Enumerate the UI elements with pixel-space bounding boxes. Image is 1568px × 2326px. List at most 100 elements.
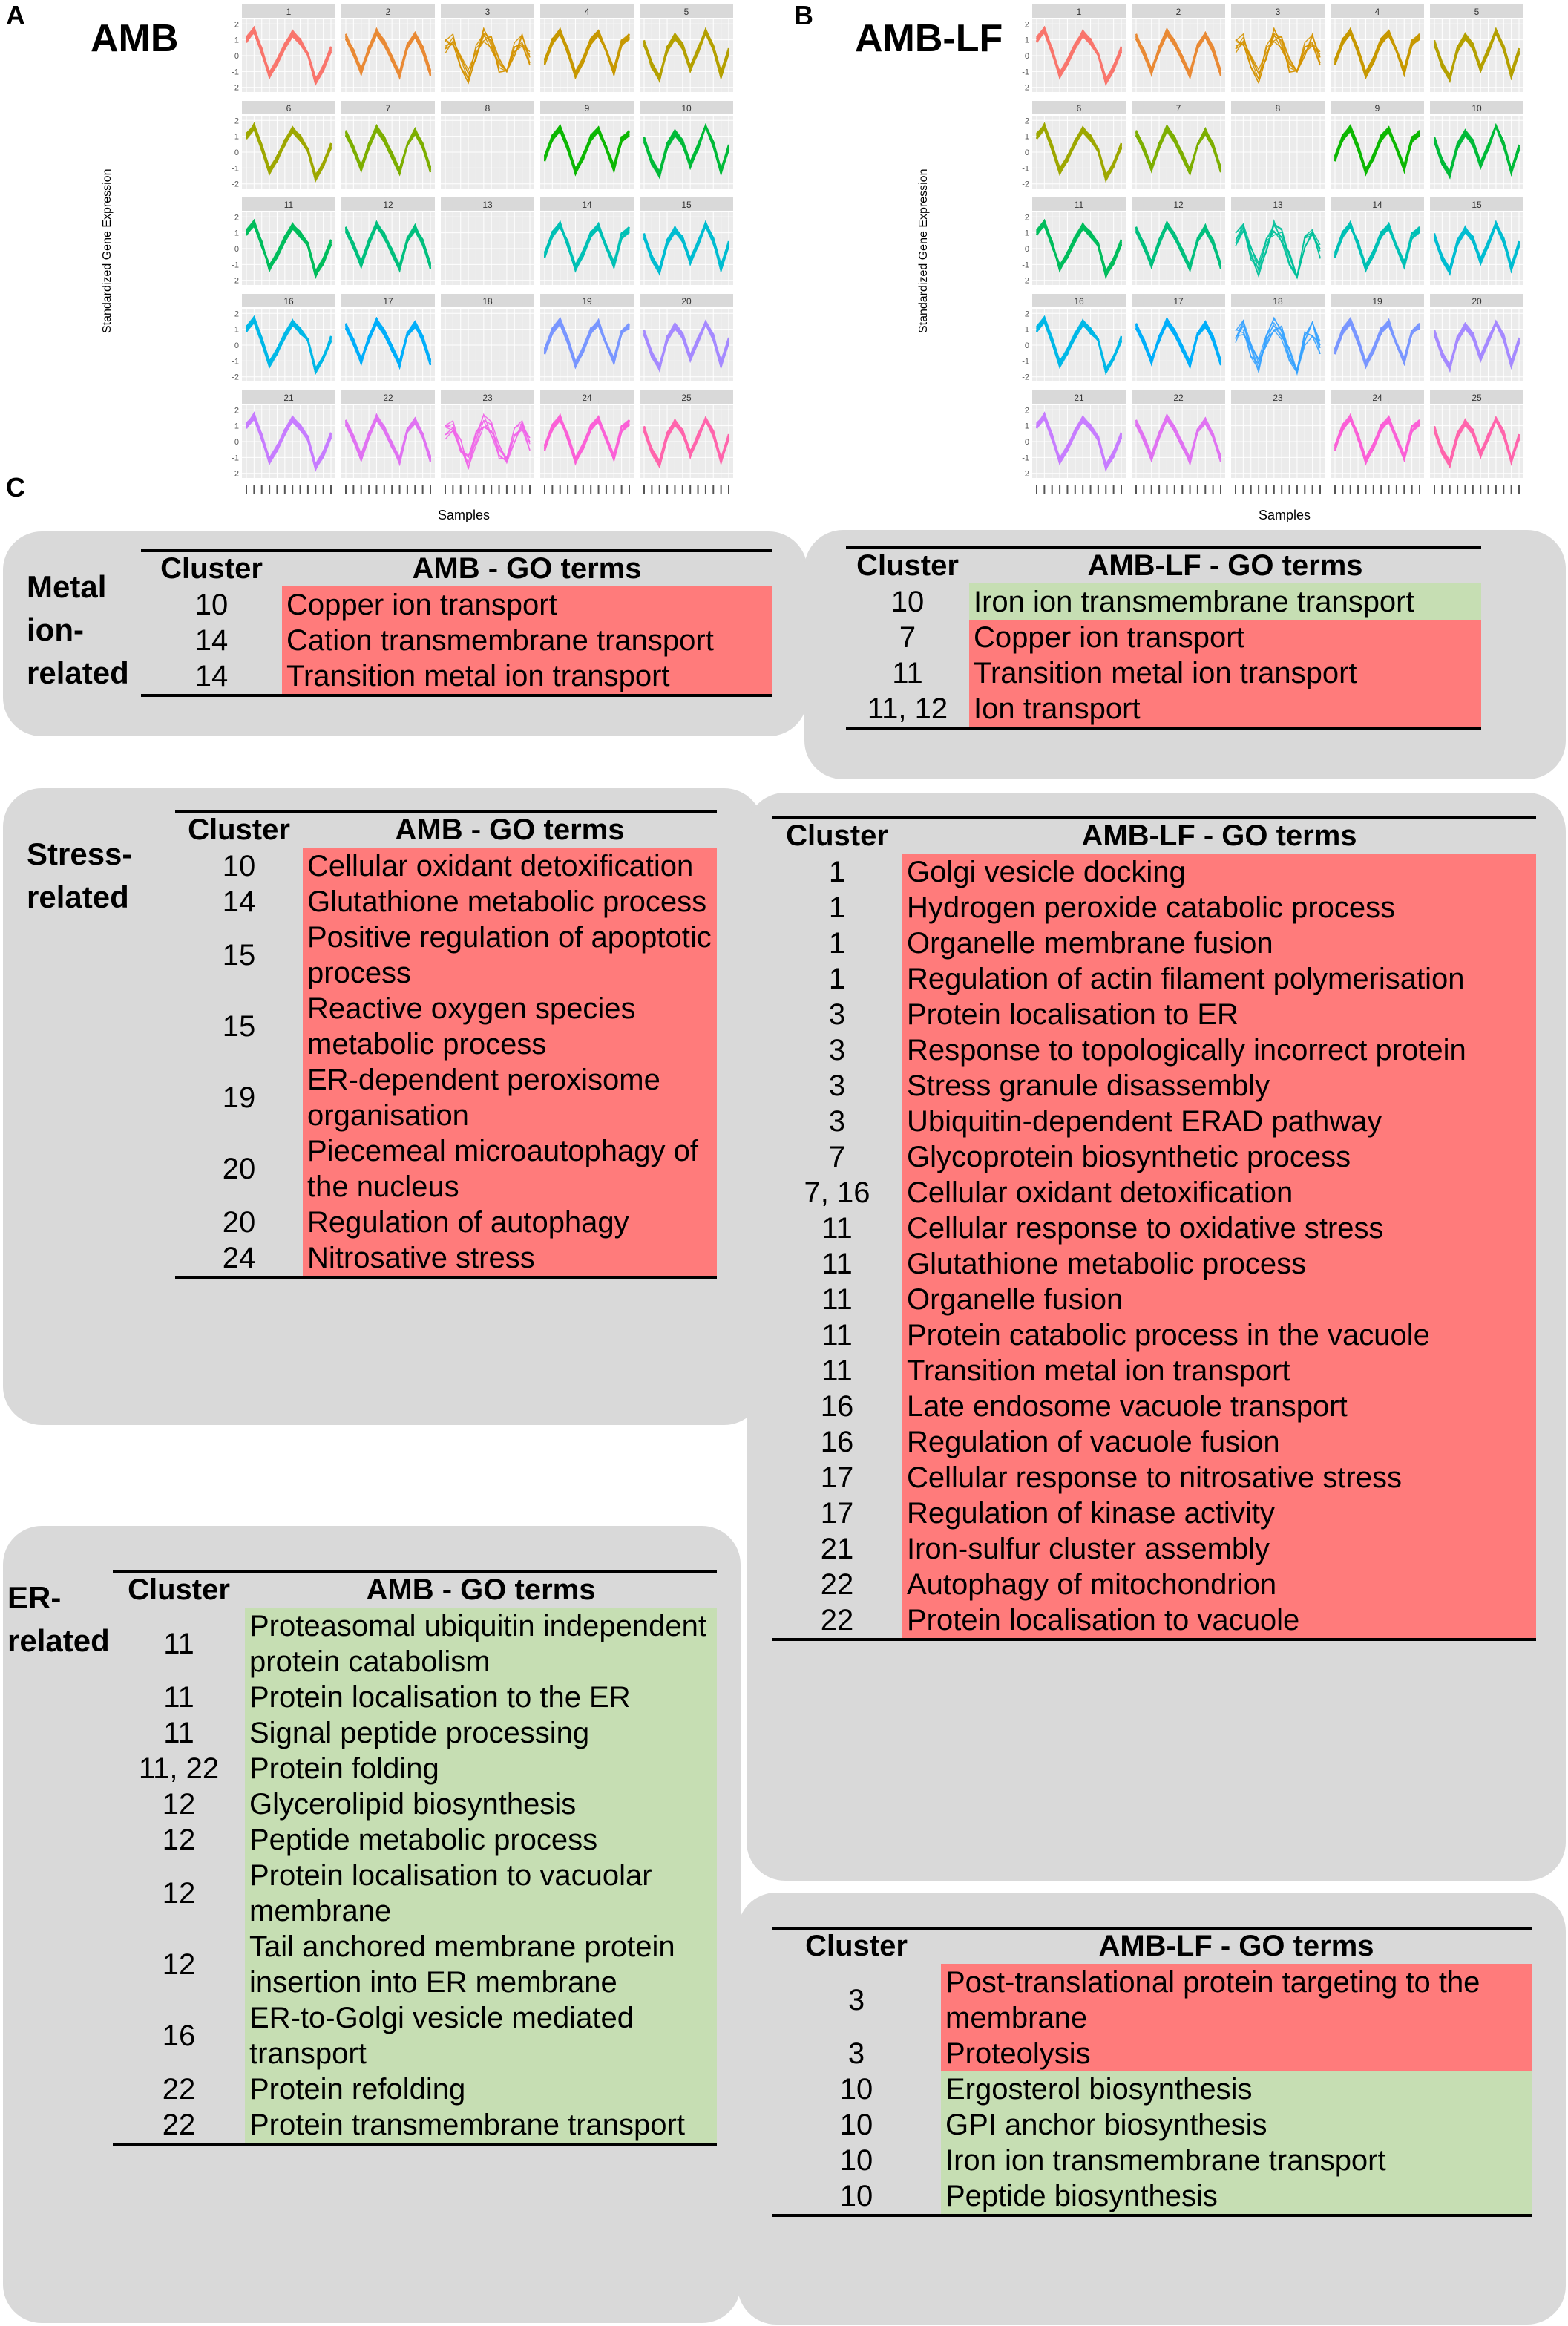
cluster-cell: 1 [828, 963, 846, 995]
facet-label: 23 [1273, 393, 1283, 403]
y-tick-label: 1 [1025, 229, 1029, 238]
go-term-cell: Protein refolding [245, 2071, 717, 2107]
facet-label: 13 [1273, 200, 1283, 210]
expression-line [445, 419, 531, 470]
cluster-cell: 11 [821, 1248, 853, 1280]
facet-label: 22 [383, 393, 393, 403]
go-term-cell: Ergosterol biosynthesis [941, 2071, 1532, 2107]
cluster-cell: 19 [222, 1081, 256, 1114]
go-term-cell: ER-dependent peroxisome organisation [303, 1062, 717, 1133]
cluster-cell: 7, 16 [804, 1176, 870, 1209]
cluster-facet-15: 15 [640, 197, 733, 285]
go-term-cell: Regulation of autophagy [303, 1205, 717, 1240]
go-terms-header: AMB - GO terms [412, 552, 642, 585]
y-tick-label: -1 [232, 164, 239, 173]
go-term-cell: Organelle membrane fusion [902, 926, 1536, 961]
expression-line [246, 26, 332, 82]
cluster-cell: 1 [828, 856, 846, 888]
cluster-cell: 24 [222, 1242, 256, 1274]
expression-line [246, 126, 332, 177]
amb-y-axis-label: Standardized Gene Expression [101, 168, 114, 333]
cluster-facet-13: 13 [441, 197, 534, 285]
cluster-cell: 17 [820, 1461, 854, 1494]
cluster-facet-9: 9 [1331, 101, 1424, 189]
go-term-cell: Protein catabolic process in the vacuole [902, 1317, 1536, 1353]
y-tick-label: 2 [234, 117, 239, 125]
facet-label: 11 [284, 200, 294, 210]
expression-line [445, 413, 531, 469]
y-tick-label: -1 [1022, 164, 1029, 173]
y-tick-label: -2 [1022, 84, 1029, 93]
expression-line [1334, 322, 1420, 364]
expression-line [643, 27, 730, 82]
cluster-cell: 10 [890, 586, 925, 618]
cluster-facet-9: 9 [540, 101, 634, 189]
cluster-cell: 16 [820, 1426, 854, 1458]
cluster-header: Cluster [188, 813, 290, 846]
facet-label: 19 [1372, 296, 1382, 307]
go-term-cell: Cation transmembrane transport [282, 623, 772, 658]
y-tick-label: 2 [234, 406, 239, 415]
expression-line [1235, 318, 1321, 374]
cluster-cell: 15 [222, 939, 256, 972]
y-tick-label: -1 [232, 261, 239, 269]
expression-line [1334, 223, 1420, 272]
cluster-header: Cluster [786, 819, 888, 852]
go-term-cell: Copper ion transport [969, 620, 1481, 655]
go-term-cell: Transition metal ion transport [969, 655, 1481, 691]
cluster-facet-17: 17 [341, 294, 435, 381]
facet-label: 17 [383, 296, 393, 307]
expression-line [1433, 224, 1521, 271]
cluster-cell: 11 [821, 1283, 853, 1316]
facet-label: 22 [1173, 393, 1184, 403]
y-tick-label: -2 [232, 470, 239, 479]
cluster-cell: 15 [222, 1010, 256, 1043]
expression-line [1433, 415, 1521, 469]
expression-line [543, 28, 630, 77]
facet-label: 4 [1375, 7, 1380, 17]
cluster-facet-25: 25 [640, 390, 733, 478]
facet-label: 7 [1176, 103, 1181, 114]
y-tick-label: 2 [1025, 406, 1029, 415]
facet-label: 24 [1372, 393, 1382, 403]
cluster-facet-8: 8 [441, 101, 534, 189]
go-term-cell: Hydrogen peroxide catabolic process [902, 890, 1536, 926]
panel-letter-a: A [6, 0, 25, 30]
go-term-cell: Protein localisation to vacuolar membran… [245, 1858, 717, 1929]
cluster-cell: 7 [899, 621, 916, 654]
y-tick-label: -1 [232, 453, 239, 462]
amblf-x-axis-label: Samples [1259, 508, 1311, 522]
expression-line [1135, 30, 1222, 77]
stress-category-label: Stress-related [27, 836, 133, 914]
expression-line [1036, 412, 1123, 472]
expression-line [643, 415, 730, 469]
go-terms-header: AMB - GO terms [395, 813, 625, 846]
expression-line [1135, 220, 1222, 272]
cluster-facet-3: 3 [441, 4, 534, 92]
facet-label: 6 [1077, 103, 1082, 114]
expression-line [1235, 33, 1321, 85]
cluster-facet-22: 22 [1132, 390, 1225, 478]
cluster-cell: 10 [839, 2109, 873, 2141]
